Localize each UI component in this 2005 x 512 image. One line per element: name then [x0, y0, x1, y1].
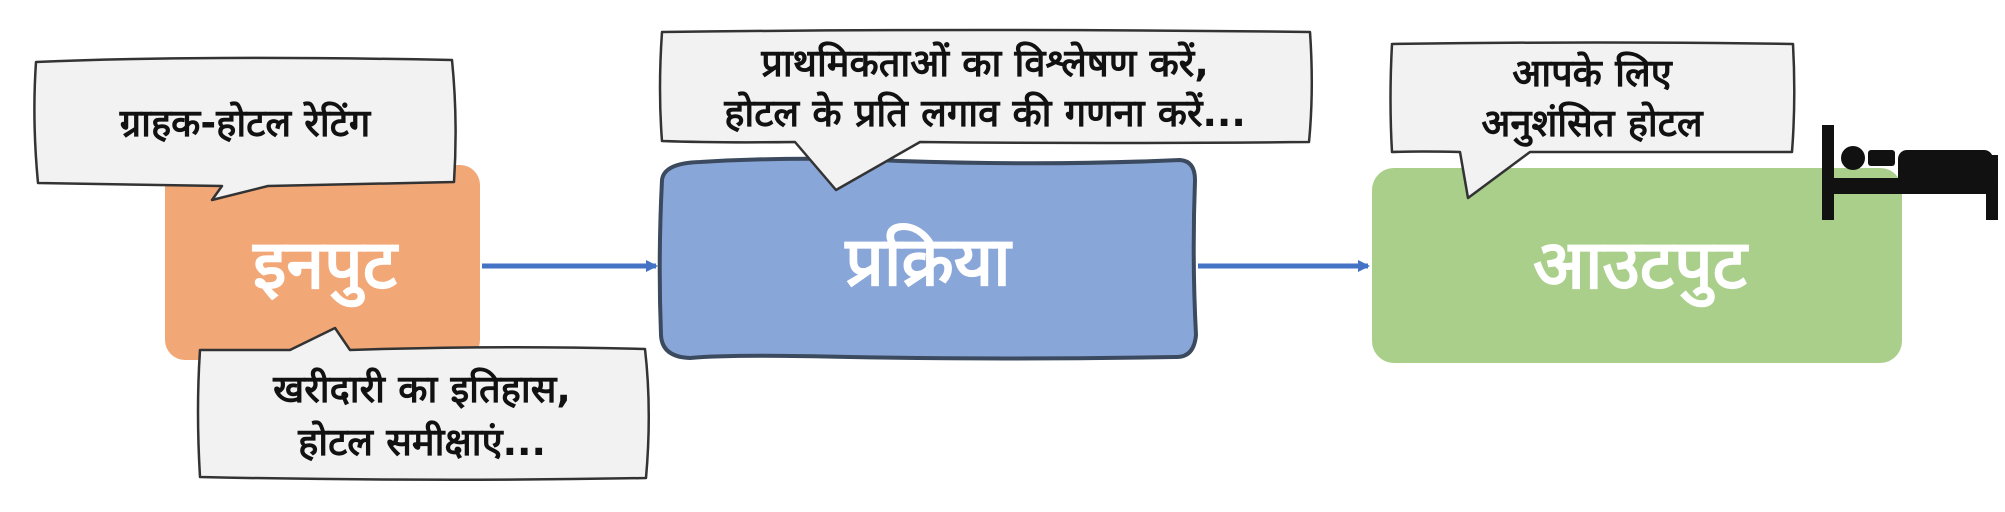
input-history-callout: खरीदारी का इतिहास, होटल समीक्षाएं...	[196, 326, 650, 482]
input-history-callout-line2: होटल समीक्षाएं...	[297, 420, 546, 464]
input-rating-callout: ग्राहक-होटल रेटिंग	[33, 56, 457, 202]
output-recommendation-callout-line1: आपके लिए	[1512, 51, 1673, 95]
process-stage-label: प्रक्रिया	[843, 223, 1013, 302]
input-history-callout-line1: खरीदारी का इतिहास,	[272, 367, 571, 411]
input-stage-label: इनपुट	[251, 226, 400, 308]
output-recommendation-callout: आपके लिए अनुशंसित होटल	[1389, 41, 1796, 200]
output-recommendation-callout-line2: अनुशंसित होटल	[1481, 101, 1704, 147]
process-analysis-callout-line1: प्राथमिकताओं का विश्लेषण करें,	[760, 41, 1209, 85]
process-analysis-callout: प्राथमिकताओं का विश्लेषण करें, होटल के प…	[658, 28, 1314, 192]
input-stage-box	[165, 165, 480, 360]
input-rating-callout-text: ग्राहक-होटल रेटिंग	[119, 101, 372, 145]
process-stage-box	[657, 156, 1198, 361]
output-stage-label: आउटपुट	[1533, 226, 1750, 308]
output-stage-box	[1372, 168, 1902, 363]
bed-icon	[1822, 125, 1998, 220]
process-analysis-callout-line2: होटल के प्रति लगाव की गणना करें...	[723, 91, 1246, 135]
